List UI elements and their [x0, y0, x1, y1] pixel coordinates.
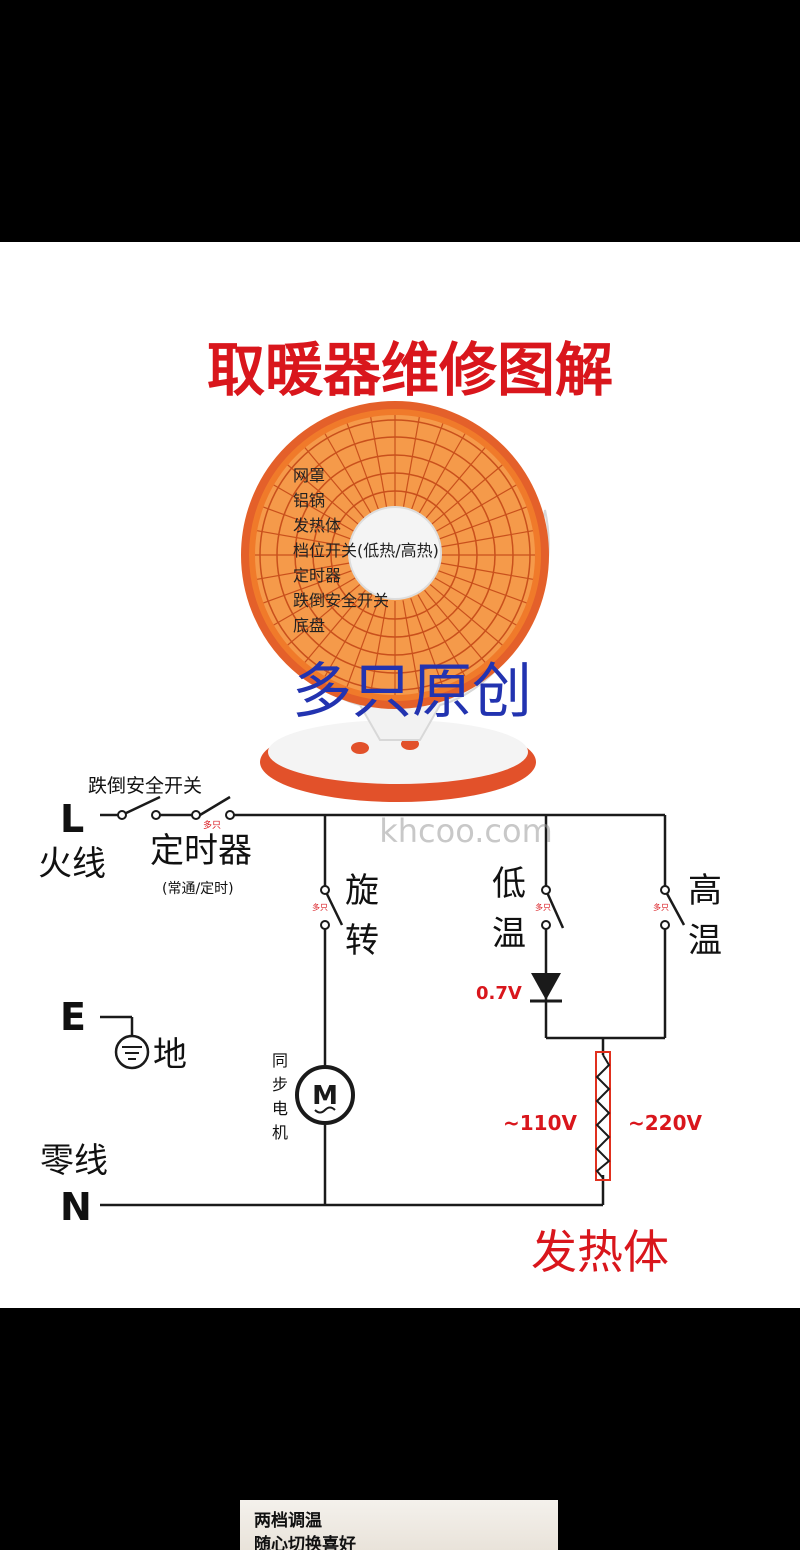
top-black-bar	[0, 0, 800, 242]
tip-switch-label: 跌倒安全开关	[88, 775, 202, 797]
low-temp-label: 低	[492, 864, 526, 904]
motor-label: 同	[272, 1051, 288, 1070]
heater-grille	[255, 415, 535, 695]
motor-label: 机	[272, 1123, 288, 1142]
motor-icon: M	[295, 1065, 355, 1125]
diode-icon	[530, 973, 562, 1003]
brand-watermark: 多只原创	[292, 657, 532, 727]
part-label: 网罩	[293, 466, 325, 485]
timer-note: (常通/定时)	[162, 881, 234, 897]
switch-contacts	[117, 810, 670, 930]
motor-label: 步	[272, 1075, 288, 1094]
preview-line: 随心切换喜好	[254, 1535, 356, 1550]
part-label: 底盘	[293, 616, 325, 635]
parts-list: 网罩 铝锅 发热体 档位开关(低热/高热) 定时器 跌倒安全开关 底盘	[293, 466, 439, 635]
neutral-label: 零线	[40, 1141, 108, 1181]
next-slide-preview[interactable]: 两档调温 随心切换喜好	[240, 1500, 558, 1550]
live-letter: L	[60, 797, 84, 841]
neutral-letter: N	[60, 1185, 92, 1229]
part-label: 发热体	[293, 516, 341, 535]
preview-line: 两档调温	[254, 1511, 322, 1531]
page-title: 取暖器维修图解	[207, 336, 613, 404]
live-label: 火线	[38, 844, 106, 884]
motor-label: 电	[272, 1099, 288, 1118]
diode-voltage: 0.7V	[476, 983, 522, 1004]
switch-mark: 多只	[653, 902, 669, 912]
heater-base-top	[268, 720, 528, 784]
switch-mark: 多只	[203, 819, 221, 831]
motor-symbol: M	[312, 1081, 338, 1111]
ground-icon	[114, 1034, 150, 1070]
low-temp-label: 温	[492, 914, 526, 954]
timer-label: 定时器	[150, 831, 252, 871]
switch-mark: 多只	[312, 902, 328, 912]
part-label: 档位开关(低热/高热)	[293, 541, 439, 560]
voltage-low: ~110V	[503, 1111, 578, 1135]
part-label: 定时器	[293, 566, 341, 585]
high-temp-label: 温	[688, 921, 722, 961]
part-label: 跌倒安全开关	[293, 591, 389, 610]
circuit-wires	[100, 795, 686, 1207]
heater-knob-icon	[351, 742, 369, 754]
heater-hub	[348, 506, 442, 600]
heater-illustration	[241, 401, 550, 802]
heating-element-icon	[595, 1051, 611, 1181]
earth-letter: E	[60, 995, 86, 1039]
part-label: 铝锅	[293, 491, 325, 510]
high-temp-label: 高	[688, 871, 722, 911]
earth-label: 地	[153, 1035, 187, 1075]
switch-mark: 多只	[535, 902, 551, 912]
voltage-high: ~220V	[628, 1111, 703, 1135]
rotate-label: 旋	[345, 871, 379, 911]
heater-label: 发热体	[531, 1225, 669, 1279]
rotate-label: 转	[345, 921, 379, 961]
site-watermark: khcoo.com	[379, 812, 553, 850]
